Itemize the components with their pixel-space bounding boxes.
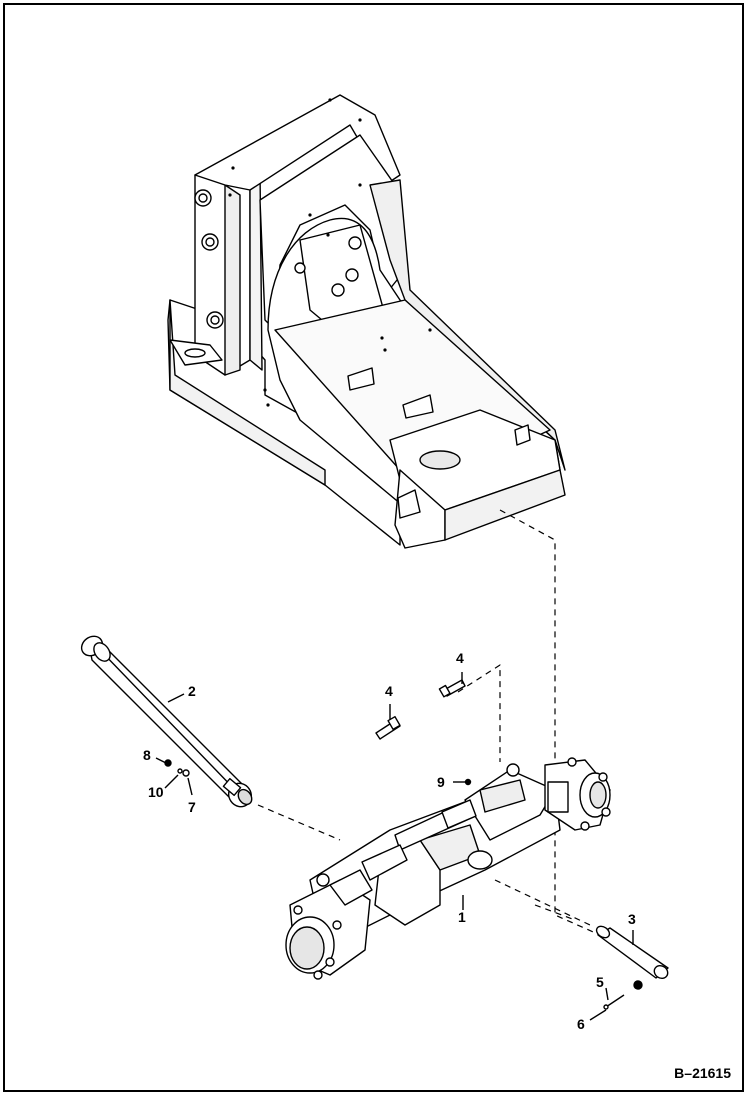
- right-hub: [544, 757, 611, 831]
- callout-4-lower: 4: [385, 683, 393, 699]
- leader-lines: [155, 672, 634, 1021]
- washer-7: [182, 769, 190, 777]
- pivot-pin: [595, 925, 669, 980]
- callout-6: 6: [577, 1016, 585, 1032]
- callout-10: 10: [148, 784, 164, 800]
- left-hub: [285, 869, 373, 980]
- cotter-pin-5: [603, 994, 625, 1010]
- grease-fitting-9: [464, 778, 472, 786]
- driveshaft: [80, 635, 253, 808]
- callout-7: 7: [188, 799, 196, 815]
- bolt-4-upper: [438, 679, 466, 698]
- figure-number: B–21615: [674, 1065, 731, 1081]
- nut-6: [633, 980, 643, 990]
- callout-3: 3: [628, 911, 636, 927]
- callout-5: 5: [596, 974, 604, 990]
- callout-4-upper: 4: [456, 650, 464, 666]
- washer-10: [177, 768, 183, 774]
- callout-8: 8: [143, 747, 151, 763]
- drawing-border: [3, 3, 744, 1092]
- callout-1: 1: [458, 909, 466, 925]
- main-frame: [167, 94, 566, 549]
- axle-assembly: [285, 757, 611, 980]
- bolt-4-lower: [375, 715, 401, 740]
- callout-2: 2: [188, 683, 196, 699]
- callout-9: 9: [437, 774, 445, 790]
